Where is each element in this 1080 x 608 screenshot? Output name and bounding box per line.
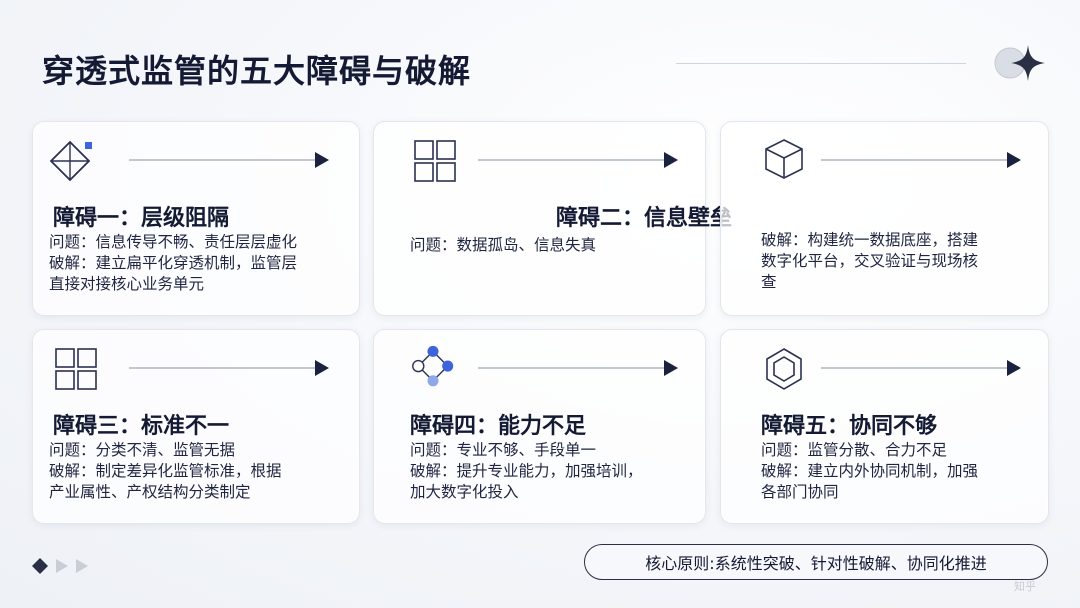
arrow-right-icon xyxy=(129,152,329,168)
sparkle-logo-icon xyxy=(994,45,1045,81)
nav-next-icon[interactable] xyxy=(56,559,68,573)
four-squares-icon xyxy=(414,140,456,182)
obstacle-line: 破解：提升专业能力，加强培训， xyxy=(410,462,643,480)
obstacle-line: 破解：建立扁平化穿透机制，监管层 xyxy=(49,254,298,272)
obstacle-line: 加大数字化投入 xyxy=(410,483,519,501)
arrow-right-icon xyxy=(821,152,1021,168)
four-squares-icon xyxy=(55,348,97,390)
obstacle-card-2: 障碍二：信息壁垒 问题：数据孤岛、信息失真 xyxy=(373,121,732,316)
obstacle-card-5: 障碍四：能力不足 问题：专业不够、手段单一 破解：提升专业能力，加强培训， 加大… xyxy=(373,329,706,524)
obstacle-line: 问题：数据孤岛、信息失真 xyxy=(410,236,597,254)
obstacle-text-2: 问题：数据孤岛、信息失真 xyxy=(410,235,596,256)
arrow-right-icon xyxy=(478,360,678,376)
nav-diamond-icon[interactable] xyxy=(32,558,48,574)
cube-icon xyxy=(765,139,803,179)
obstacle-text-5: 问题：专业不够、手段单一 破解：提升专业能力，加强培训， 加大数字化投入 xyxy=(410,440,643,503)
obstacle-card-1: 障碍一：层级阻隔 问题：信息传导不畅、责任层层虚化 破解：建立扁平化穿透机制，监… xyxy=(32,121,360,316)
obstacle-line: 破解：构建统一数据底座，搭建 xyxy=(761,231,979,249)
nav-next-icon[interactable] xyxy=(76,559,88,573)
arrow-right-icon xyxy=(821,360,1021,376)
core-principle-pill: 核心原则:系统性突破、针对性破解、协同化推进 xyxy=(584,544,1048,580)
network-nodes-icon xyxy=(412,345,454,387)
obstacle-card-4: 障碍三：标准不一 问题：分类不清、监管无据 破解：制定差异化监管标准，根据 产业… xyxy=(32,329,360,524)
obstacle-line: 产业属性、产权结构分类制定 xyxy=(49,483,251,501)
watermark: 知乎 xyxy=(1014,580,1036,593)
obstacle-line: 问题：专业不够、手段单一 xyxy=(410,441,597,459)
obstacle-title-4: 障碍三：标准不一 xyxy=(53,414,230,439)
obstacle-line: 破解：制定差异化监管标准，根据 xyxy=(49,462,282,480)
title-divider xyxy=(676,63,966,64)
obstacle-line: 查 xyxy=(761,273,777,291)
diamond-grid-icon xyxy=(49,140,92,182)
obstacle-line: 各部门协同 xyxy=(761,483,839,501)
obstacle-card-3: 破解：构建统一数据底座，搭建 数字化平台，交叉验证与现场核 查 xyxy=(720,121,1049,316)
arrow-right-icon xyxy=(129,360,329,376)
page-title: 穿透式监管的五大障碍与破解 xyxy=(42,52,472,90)
obstacle-title-1: 障碍一：层级阻隔 xyxy=(53,206,230,231)
obstacle-text-1: 问题：信息传导不畅、责任层层虚化 破解：建立扁平化穿透机制，监管层 直接对接核心… xyxy=(49,232,297,295)
obstacle-text-3: 破解：构建统一数据底座，搭建 数字化平台，交叉验证与现场核 查 xyxy=(761,230,978,293)
arrow-right-icon xyxy=(478,152,678,168)
obstacle-line: 问题：监管分散、合力不足 xyxy=(761,441,948,459)
obstacle-title-2: 障碍二：信息壁垒 xyxy=(556,206,733,231)
obstacle-title-6: 障碍五：协同不够 xyxy=(761,414,938,439)
obstacle-text-6: 问题：监管分散、合力不足 破解：建立内外协同机制，加强 各部门协同 xyxy=(761,440,978,503)
obstacle-line: 问题：信息传导不畅、责任层层虚化 xyxy=(49,233,298,251)
obstacle-text-4: 问题：分类不清、监管无据 破解：制定差异化监管标准，根据 产业属性、产权结构分类… xyxy=(49,440,282,503)
obstacle-line: 直接对接核心业务单元 xyxy=(49,275,205,293)
obstacle-card-6: 障碍五：协同不够 问题：监管分散、合力不足 破解：建立内外协同机制，加强 各部门… xyxy=(720,329,1049,524)
obstacle-line: 问题：分类不清、监管无据 xyxy=(49,441,236,459)
obstacle-title-5: 障碍四：能力不足 xyxy=(410,414,587,439)
obstacle-line: 数字化平台，交叉验证与现场核 xyxy=(761,252,979,270)
obstacle-line: 破解：建立内外协同机制，加强 xyxy=(761,462,979,480)
hexagon-icon xyxy=(766,348,802,390)
slide-nav[interactable] xyxy=(32,556,98,576)
